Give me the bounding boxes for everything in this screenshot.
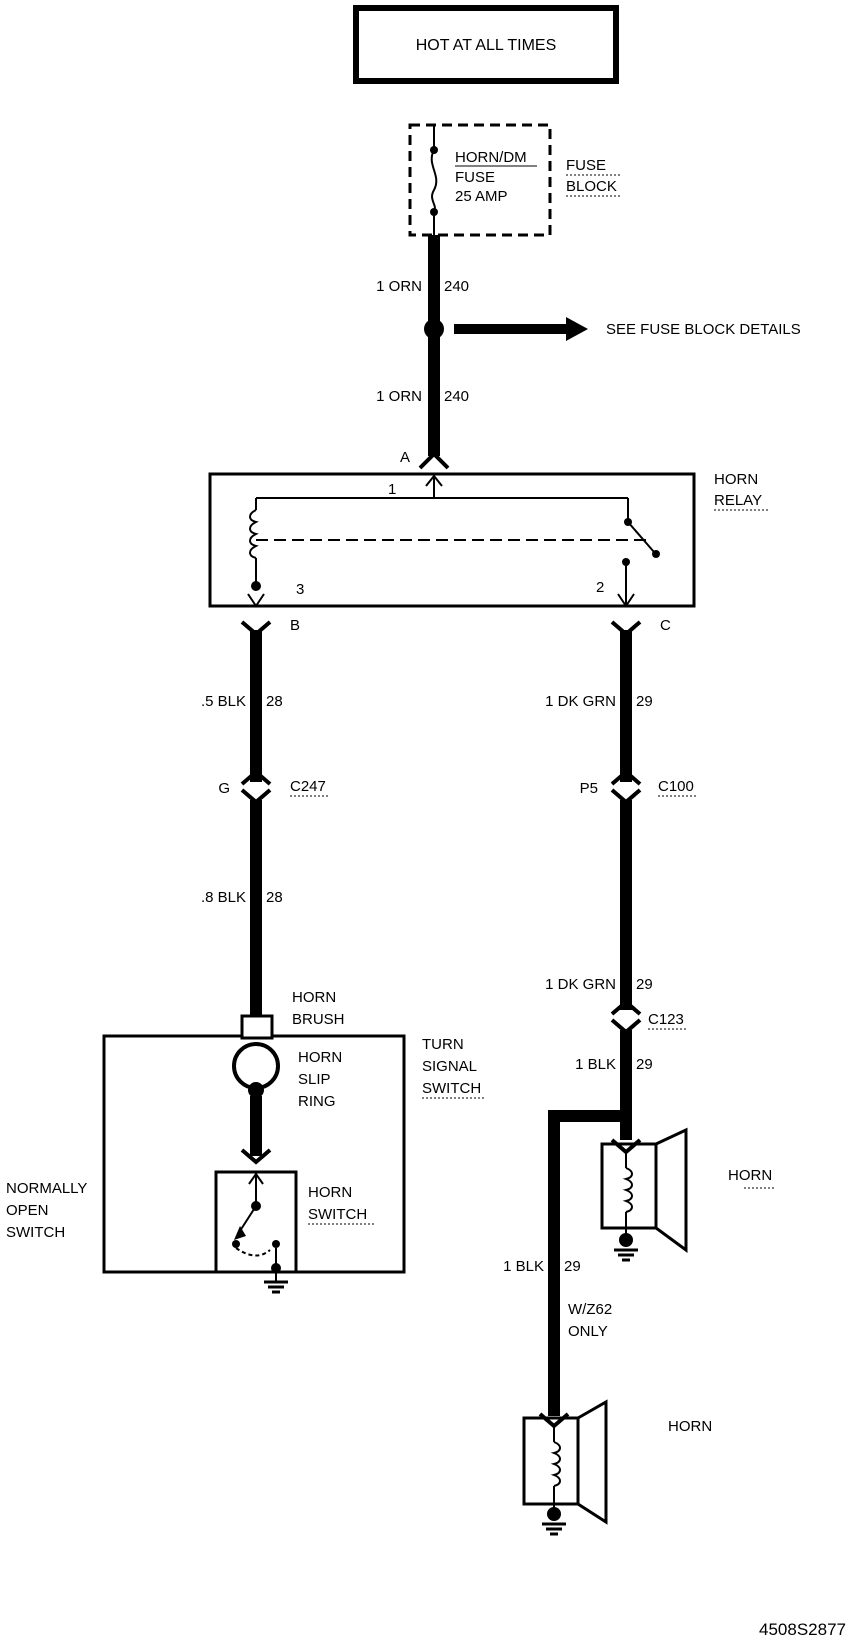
wire-29-mid-label: 1 DK GRN [545,976,616,993]
horn-slip-label-1: HORN [298,1049,342,1066]
wire-29: C 1 DK GRN 29 P5 C100 1 DK GRN 29 C123 1… [503,617,696,1416]
horn-1-coil-icon [622,1167,633,1213]
turn-signal-switch: TURN SIGNAL SWITCH HORN BRUSH HORN SLIP … [102,989,486,1294]
c247-pin-label: G [218,780,230,797]
fuse-block-label-1: FUSE [566,157,606,174]
wire-240-upper-circuit: 240 [444,278,469,295]
horn-switch-label-1: HORN [308,1184,352,1201]
wire-240: 1 ORN 240 SEE FUSE BLOCK DETAILS 1 ORN 2… [376,235,801,470]
wire-28: B .5 BLK 28 G C247 .8 BLK 28 [201,617,330,1016]
pin-a-label: A [400,449,410,466]
wire-28-lower-label: .8 BLK [201,889,246,906]
wire-29-upper-label: 1 DK GRN [545,693,616,710]
horn-1-bell-icon [654,1127,688,1253]
turn-signal-label-2: SIGNAL [422,1058,477,1075]
wire-29-branch-circuit: 29 [564,1258,581,1275]
power-source-label: HOT AT ALL TIMES [416,37,557,54]
arrow-right-icon [566,317,588,341]
horn-2-label: HORN [668,1418,712,1435]
c100-pin-label: P5 [580,780,598,797]
horn-relay: HORN RELAY 1 3 2 [208,471,768,608]
c100-connector-top [610,769,642,786]
horn-2-bell-icon [576,1399,608,1525]
c247-connector-top [240,769,272,786]
fuse-block-details-label: SEE FUSE BLOCK DETAILS [606,321,801,338]
option-label-2: ONLY [568,1323,608,1340]
horn-brush-label-1: HORN [292,989,336,1006]
wire-240-lower-circuit: 240 [444,388,469,405]
horn-brush [240,1014,274,1040]
wire-29-lower-circuit: 29 [636,1056,653,1073]
figure-code: 4508S2877 [759,1620,846,1639]
option-label-1: W/Z62 [568,1301,612,1318]
horn-slip-label-2: SLIP [298,1071,331,1088]
wire-29-mid-circuit: 29 [636,976,653,993]
turn-signal-label-1: TURN [422,1036,464,1053]
pin-b-label: B [290,617,300,634]
relay-terminal-2: 2 [596,579,604,596]
horn-1-label: HORN [728,1167,772,1184]
wire-240-lower-label: 1 ORN [376,388,422,405]
horn-1: HORN [600,1127,776,1262]
ground-icon [264,1280,288,1294]
c100-id-label: C100 [658,778,694,795]
c247-id-label: C247 [290,778,326,795]
horn-2-coil-icon [550,1441,561,1487]
wire-28-lower-circuit: 28 [266,889,283,906]
relay-name-1: HORN [714,471,758,488]
relay-name-2: RELAY [714,492,762,509]
c123-connector-top [610,999,642,1016]
wire-29-branch-label: 1 BLK [503,1258,544,1275]
fuse-type: FUSE [455,169,495,186]
horn-brush-label-2: BRUSH [292,1011,345,1028]
fuse-name: HORN/DM [455,149,527,166]
pin-a-connector [418,451,450,470]
ground-icon [542,1522,566,1536]
power-source-box: HOT AT ALL TIMES [353,5,619,84]
wire-29-upper-circuit: 29 [636,693,653,710]
pin-c-label: C [660,617,671,634]
wire-240-upper-label: 1 ORN [376,278,422,295]
splice-dot [424,319,444,339]
relay-terminal-1: 1 [388,481,396,498]
normally-open-line-2: OPEN [6,1202,49,1219]
horn-2: HORN [522,1399,712,1536]
c123-id-label: C123 [648,1011,684,1028]
horn-slip-ring [232,1042,280,1090]
wire-28-upper-circuit: 28 [266,693,283,710]
relay-coil-icon [249,509,259,559]
relay-terminal-3: 3 [296,581,304,598]
ground-icon [614,1248,638,1262]
fuse-block-label-2: BLOCK [566,178,617,195]
horn-slip-label-3: RING [298,1093,336,1110]
normally-open-line-1: NORMALLY [6,1180,87,1197]
fuse-rating: 25 AMP [455,188,508,205]
horn-switch-label-2: SWITCH [308,1206,367,1223]
fuse-block: HORN/DM FUSE 25 AMP FUSE BLOCK [408,123,620,237]
wire-29-lower-label: 1 BLK [575,1056,616,1073]
normally-open-line-3: SWITCH [6,1224,65,1241]
normally-open-label: NORMALLY OPEN SWITCH [6,1180,87,1241]
fuse-element-icon [430,149,438,213]
wire-28-upper-label: .5 BLK [201,693,246,710]
relay-switch-contact [627,521,655,553]
turn-signal-label-3: SWITCH [422,1080,481,1097]
